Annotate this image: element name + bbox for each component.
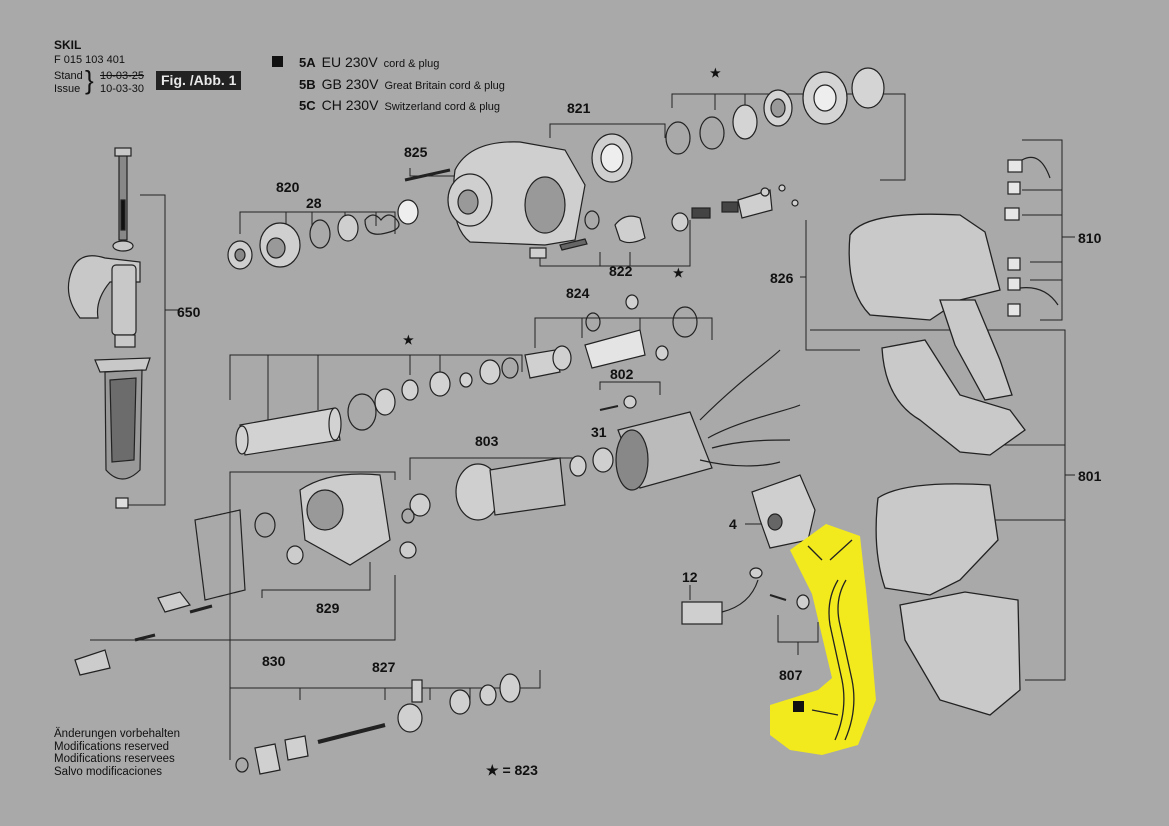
part-label-801: 801 xyxy=(1078,468,1102,484)
switch-4 xyxy=(751,474,816,549)
bracket-star-mid xyxy=(229,354,523,400)
document-number: F 015 103 401 xyxy=(54,54,125,66)
legend-voltage: EU 230V xyxy=(321,54,378,70)
part-label-826: 826 xyxy=(770,270,794,286)
housing-801 xyxy=(848,213,1026,716)
modification-notes: Änderungen vorbehalten Modifications res… xyxy=(54,728,180,778)
square-marker-icon xyxy=(272,56,283,67)
star-marker-right: ★ xyxy=(673,266,684,280)
star-footnote: ★ = 823 xyxy=(486,762,538,778)
issue-date: 10-03-30 xyxy=(100,83,145,95)
bracket-810 xyxy=(1022,139,1063,321)
legend-desc: cord & plug xyxy=(383,58,440,70)
parts-827 xyxy=(235,673,521,775)
note-english: Modifications reserved xyxy=(54,740,170,753)
part-label-827: 827 xyxy=(372,659,396,675)
part-label-810: 810 xyxy=(1078,230,1102,246)
bracket-807 xyxy=(777,615,819,643)
part-12 xyxy=(681,567,763,625)
part-label-829: 829 xyxy=(316,600,340,616)
legend-code: 5C xyxy=(299,98,316,113)
star-marker-middle: ★ xyxy=(403,333,414,347)
bracket-824 xyxy=(534,317,713,348)
stand-issue-values: 10-03-25 10-03-30 xyxy=(100,70,144,96)
legend-row-5c: 5C CH 230V Switzerland cord & plug xyxy=(272,97,500,113)
bracket-star-top xyxy=(671,93,906,181)
part-label-807: 807 xyxy=(779,667,803,683)
part-label-824: 824 xyxy=(566,285,590,301)
brace-glyph: } xyxy=(85,65,94,95)
part-label-650: 650 xyxy=(177,304,201,320)
bracket-822 xyxy=(539,220,691,267)
bracket-650 xyxy=(125,194,166,506)
figure-label: Fig. /Abb. 1 xyxy=(156,71,242,90)
parts-822 xyxy=(529,184,799,259)
part-label-802: 802 xyxy=(610,366,634,382)
stand-issue-block: Stand Issue } 10-03-25 10-03-30 xyxy=(54,67,144,96)
gear-case-830 xyxy=(74,473,417,676)
bracket-826 xyxy=(805,220,860,351)
motor-group xyxy=(401,349,801,524)
note-french: Modifications reservees xyxy=(54,753,175,765)
part-label-830: 830 xyxy=(262,653,286,669)
note-spanish: Salvo modificaciones xyxy=(54,765,163,778)
legend-voltage: CH 230V xyxy=(321,97,379,113)
bracket-827 xyxy=(229,670,541,760)
connectors-810 xyxy=(1004,156,1059,317)
stand-date: 10-03-25 xyxy=(100,70,145,82)
parts-824 xyxy=(501,294,698,379)
highlight-cord xyxy=(770,524,876,755)
part-label-4: 4 xyxy=(729,516,737,532)
bracket-820 xyxy=(239,211,396,234)
bracket-821 xyxy=(549,123,666,138)
legend-row-5a: 5A EU 230V cord & plug xyxy=(272,54,439,70)
parts-spindle-row xyxy=(235,359,501,456)
star-marker-top: ★ xyxy=(710,66,721,80)
legend-code: 5B xyxy=(299,77,316,92)
part-label-803: 803 xyxy=(475,433,499,449)
bracket-802 xyxy=(599,381,661,395)
part-label-12: 12 xyxy=(682,569,698,585)
part-label-28: 28 xyxy=(306,195,322,211)
gear-housing-821 xyxy=(404,133,633,246)
legend-desc: Great Britain cord & plug xyxy=(384,80,505,92)
part-label-825: 825 xyxy=(404,144,428,160)
parts-820-group xyxy=(227,199,419,270)
parts-807 xyxy=(769,594,810,610)
legend-desc: Switzerland cord & plug xyxy=(384,101,500,113)
issue-label: Issue xyxy=(54,83,81,95)
bracket-829 xyxy=(261,562,371,598)
part-label-820: 820 xyxy=(276,179,300,195)
stand-label: Stand xyxy=(54,70,83,82)
note-german: Änderungen vorbehalten xyxy=(54,728,180,740)
square-marker-icon xyxy=(793,701,804,712)
legend-row-5b: 5B GB 230V Great Britain cord & plug xyxy=(272,76,505,92)
part-label-821: 821 xyxy=(567,100,591,116)
bracket-830 xyxy=(90,575,396,641)
parts-star-top xyxy=(665,67,885,155)
legend-code: 5A xyxy=(299,55,316,70)
legend-voltage: GB 230V xyxy=(321,76,379,92)
brand-label: SKIL xyxy=(54,38,82,52)
part-label-31: 31 xyxy=(591,424,607,440)
side-handle-650 xyxy=(67,147,151,509)
bracket-801 xyxy=(810,329,1066,681)
part-label-822: 822 xyxy=(609,263,633,279)
